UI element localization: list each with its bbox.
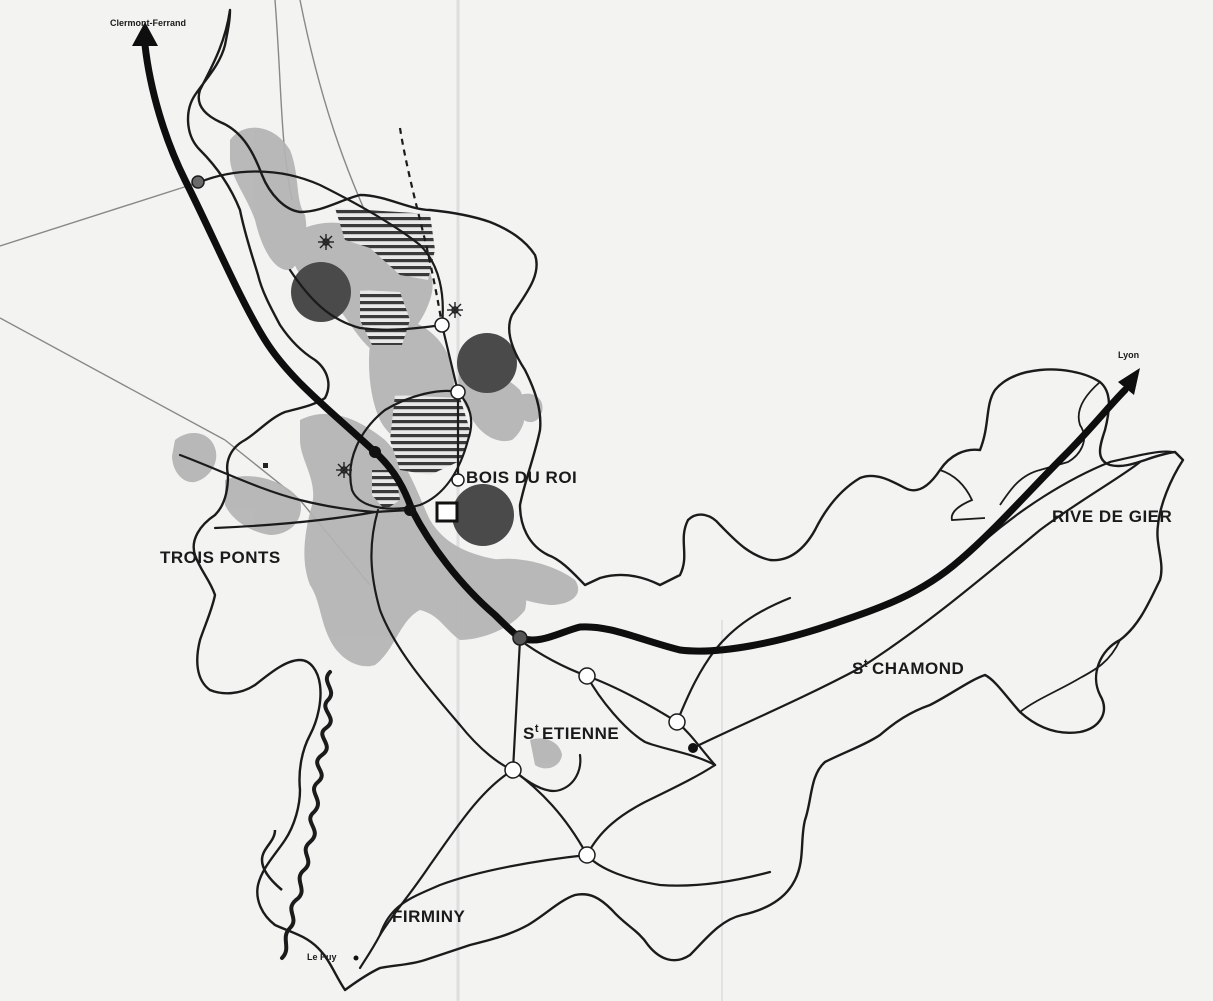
circle-icon[interactable] (369, 446, 381, 458)
small-square-symbol (263, 463, 268, 468)
circle-icon[interactable] (578, 846, 596, 864)
loire-river (280, 670, 334, 960)
interior-boundaries (939, 381, 1121, 713)
circle-icon[interactable] (404, 504, 416, 516)
arrow-up-icon (132, 22, 158, 46)
circle-icon[interactable] (578, 667, 596, 685)
star-icon (447, 302, 463, 318)
new-town-disc-3 (452, 484, 514, 546)
study-area-boundary (186, 8, 1185, 992)
label-clermont: Clermont-Ferrand (110, 18, 186, 28)
circle-icon[interactable] (450, 384, 466, 400)
secondary-roads (178, 170, 1174, 970)
circle-icon[interactable] (451, 473, 465, 487)
label-firminy: FIRMINY (392, 907, 466, 926)
label-bois-du-roi: BOIS DU ROI (466, 468, 577, 487)
circle-icon[interactable] (512, 630, 528, 646)
hatched-zones (335, 208, 470, 510)
label-trois-ponts: TROIS PONTS (160, 548, 281, 567)
star-icon (336, 462, 352, 478)
square-symbol (435, 501, 459, 523)
new-town-disc-1 (291, 262, 351, 322)
circle-icon[interactable] (504, 761, 522, 779)
label-le-puy: Le Puy (307, 952, 337, 962)
new-town-disc-2 (457, 333, 517, 393)
circle-icon[interactable] (668, 713, 686, 731)
planned-road-dashed (398, 127, 444, 326)
arrow-up-right-icon (1118, 368, 1140, 395)
interchanges[interactable] (191, 175, 698, 864)
le-puy-marker (353, 955, 359, 961)
circle-icon[interactable] (688, 743, 698, 753)
new-town-discs (291, 262, 517, 546)
label-lyon: Lyon (1118, 350, 1139, 360)
sun-symbols (318, 234, 463, 478)
river-tributary (260, 829, 283, 891)
label-rive-de-gier: RIVE DE GIER (1052, 507, 1172, 526)
circle-icon[interactable] (191, 175, 205, 189)
circle-icon[interactable] (434, 317, 450, 333)
star-icon (318, 234, 334, 250)
